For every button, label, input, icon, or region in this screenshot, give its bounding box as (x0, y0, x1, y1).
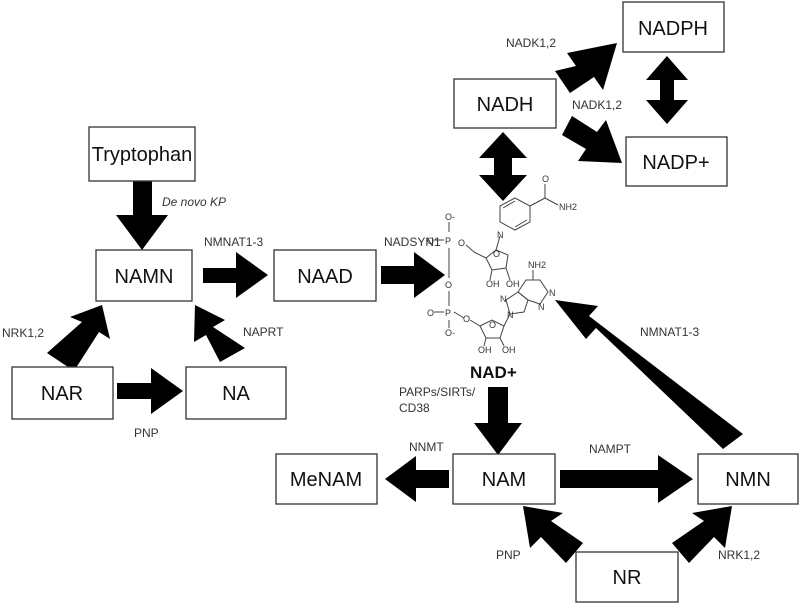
node-tryptophan: Tryptophan (88, 126, 196, 182)
phosphate-o-2: O (427, 308, 434, 318)
arrow-nadh-to-nadph (555, 43, 617, 93)
phosphate-p-2: P (445, 308, 451, 318)
node-nadph: NADPH (622, 1, 725, 53)
amide-nh2: NH2 (559, 202, 577, 212)
bridge-o-2: O (445, 280, 452, 290)
phosphate-ominus-1: O- (445, 212, 455, 222)
arrow-na-to-namn (194, 305, 245, 362)
lower-ribose-o: O (489, 320, 496, 330)
arrow-nadh-nad-double (479, 132, 527, 201)
arrow-nadh-to-nadp (562, 116, 622, 163)
phosphate-p-1: P (445, 236, 451, 246)
lower-ribose-oh-2: OH (502, 345, 516, 355)
node-na: NA (185, 366, 287, 420)
node-menam: MeNAM (275, 453, 378, 505)
enzyme-parps-line2: CD38 (399, 401, 430, 415)
nr-label: NR (613, 567, 642, 589)
bridge-o-1: O (458, 238, 465, 248)
node-nam: NAM (452, 453, 556, 505)
upper-ribose-oh-2: OH (506, 279, 520, 289)
enzyme-naprt: NAPRT (243, 325, 284, 339)
adenine-n7: N (500, 294, 507, 304)
enzyme-nnmt: NNMT (409, 440, 444, 454)
nadph-label: NADPH (638, 18, 708, 40)
node-nar: NAR (11, 366, 114, 420)
arrow-nr-to-nam (523, 506, 583, 563)
nad-molecule-structure: O NH2 N OH OH O O P O O- O P O O- O (427, 174, 577, 355)
adenine-n9: N (507, 310, 514, 320)
adenine-nh2: NH2 (528, 260, 546, 270)
enzyme-parps-line1: PARPs/SIRTs/ (399, 385, 476, 399)
nadp-label: NADP+ (642, 152, 709, 174)
pyridinium-n: N (497, 230, 504, 240)
adenine-n1: N (549, 288, 556, 298)
enzyme-nampt: NAMPT (589, 442, 632, 456)
enzyme-nrk-left: NRK1,2 (2, 326, 44, 340)
arrow-namn-to-naad (203, 252, 268, 298)
enzyme-nadk-top: NADK1,2 (506, 36, 556, 50)
node-nadh: NADH (453, 78, 557, 129)
carbonyl-o: O (542, 174, 549, 184)
arrow-tryptophan-to-namn (116, 178, 168, 250)
phosphate-ominus-2: O- (445, 328, 455, 338)
phosphate-o-1: O (427, 236, 434, 246)
lower-ribose-oh-1: OH (478, 345, 492, 355)
arrow-nam-to-nmn (560, 455, 693, 503)
naad-label: NAAD (297, 266, 353, 288)
na-label: NA (222, 383, 250, 405)
enzyme-pnp-left: PNP (134, 426, 159, 440)
enzyme-nmnat-right: NMNAT1-3 (640, 325, 699, 339)
arrow-naad-to-nad (381, 252, 445, 298)
nad-plus-label: NAD+ (470, 363, 517, 382)
node-namn: NAMN (95, 249, 193, 302)
arrow-nad-to-nam (474, 387, 522, 455)
nar-label: NAR (41, 383, 83, 405)
adenine-n3: N (538, 302, 545, 312)
arrow-nar-to-namn (47, 305, 110, 371)
arrow-nadph-nadp-double (646, 56, 688, 124)
bridge-o-3: O (463, 314, 470, 324)
node-naad: NAAD (273, 249, 377, 302)
enzyme-nadsyn1: NADSYN1 (384, 235, 441, 249)
node-nadp: NADP+ (625, 136, 728, 187)
enzyme-pnp-bottom: PNP (496, 548, 521, 562)
arrow-nar-to-na (117, 368, 183, 414)
enzyme-nmnat-top: NMNAT1-3 (204, 235, 263, 249)
tryptophan-label: Tryptophan (92, 144, 192, 166)
arrow-nam-to-menam (385, 456, 449, 502)
enzyme-nadk-mid: NADK1,2 (572, 98, 622, 112)
menam-label: MeNAM (290, 469, 362, 491)
enzyme-de-novo-kp: De novo KP (162, 195, 226, 209)
nmn-label: NMN (725, 469, 771, 491)
arrow-nmn-to-nad (555, 300, 743, 449)
arrow-nr-to-nmn (672, 506, 732, 563)
enzyme-nrk-bottom: NRK1,2 (718, 548, 760, 562)
node-nr: NR (575, 551, 679, 603)
nam-label: NAM (482, 469, 526, 491)
upper-ribose-oh-1: OH (486, 279, 500, 289)
upper-ribose-o: O (493, 249, 500, 259)
node-nmn: NMN (697, 453, 799, 505)
namn-label: NAMN (115, 266, 174, 288)
nadh-label: NADH (477, 94, 534, 116)
